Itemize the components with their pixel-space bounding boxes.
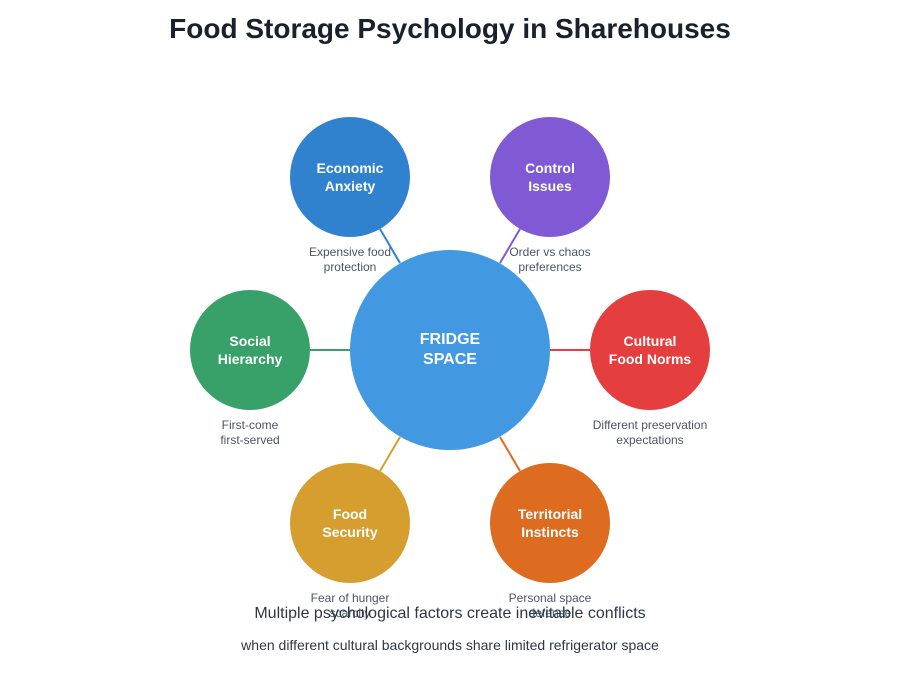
factor-description: First-come first-served [220, 418, 280, 447]
connector-food-security [379, 436, 401, 472]
factor-description: Different preservation expectations [592, 418, 708, 447]
connector-economic-anxiety [379, 228, 401, 264]
factor-label: Territorial Instincts [517, 506, 583, 540]
factor-label: Cultural Food Norms [608, 333, 692, 367]
factor-node-cultural-food-norms: Cultural Food Norms [590, 290, 710, 410]
factor-node-economic-anxiety: Economic Anxiety [290, 117, 410, 237]
factor-node-social-hierarchy: Social Hierarchy [190, 290, 310, 410]
factor-node-territorial-instincts: Territorial Instincts [490, 463, 610, 583]
factor-description: Order vs chaos preferences [509, 245, 591, 274]
factor-description: Personal space defense [508, 591, 592, 620]
connector-territorial-instincts [499, 436, 521, 472]
factor-description: Expensive food protection [308, 245, 392, 274]
center-node-fridge-space: FRIDGE SPACE [350, 250, 550, 450]
factor-description: Fear of hunger scarcity [310, 591, 390, 620]
caption-main: Multiple psychological factors create in… [254, 605, 646, 622]
factor-label: Economic Anxiety [316, 160, 384, 194]
diagram-title: Food Storage Psychology in Sharehouses [169, 13, 731, 44]
factor-node-food-security: Food Security [290, 463, 410, 583]
factor-label: Control Issues [525, 160, 575, 194]
factor-node-control-issues: Control Issues [490, 117, 610, 237]
factor-label: Food Security [322, 506, 378, 540]
caption-sub: when different cultural backgrounds shar… [241, 637, 659, 653]
connector-control-issues [499, 228, 521, 264]
factor-label: Social Hierarchy [217, 333, 283, 367]
center-node-label: FRIDGE SPACE [419, 331, 481, 368]
